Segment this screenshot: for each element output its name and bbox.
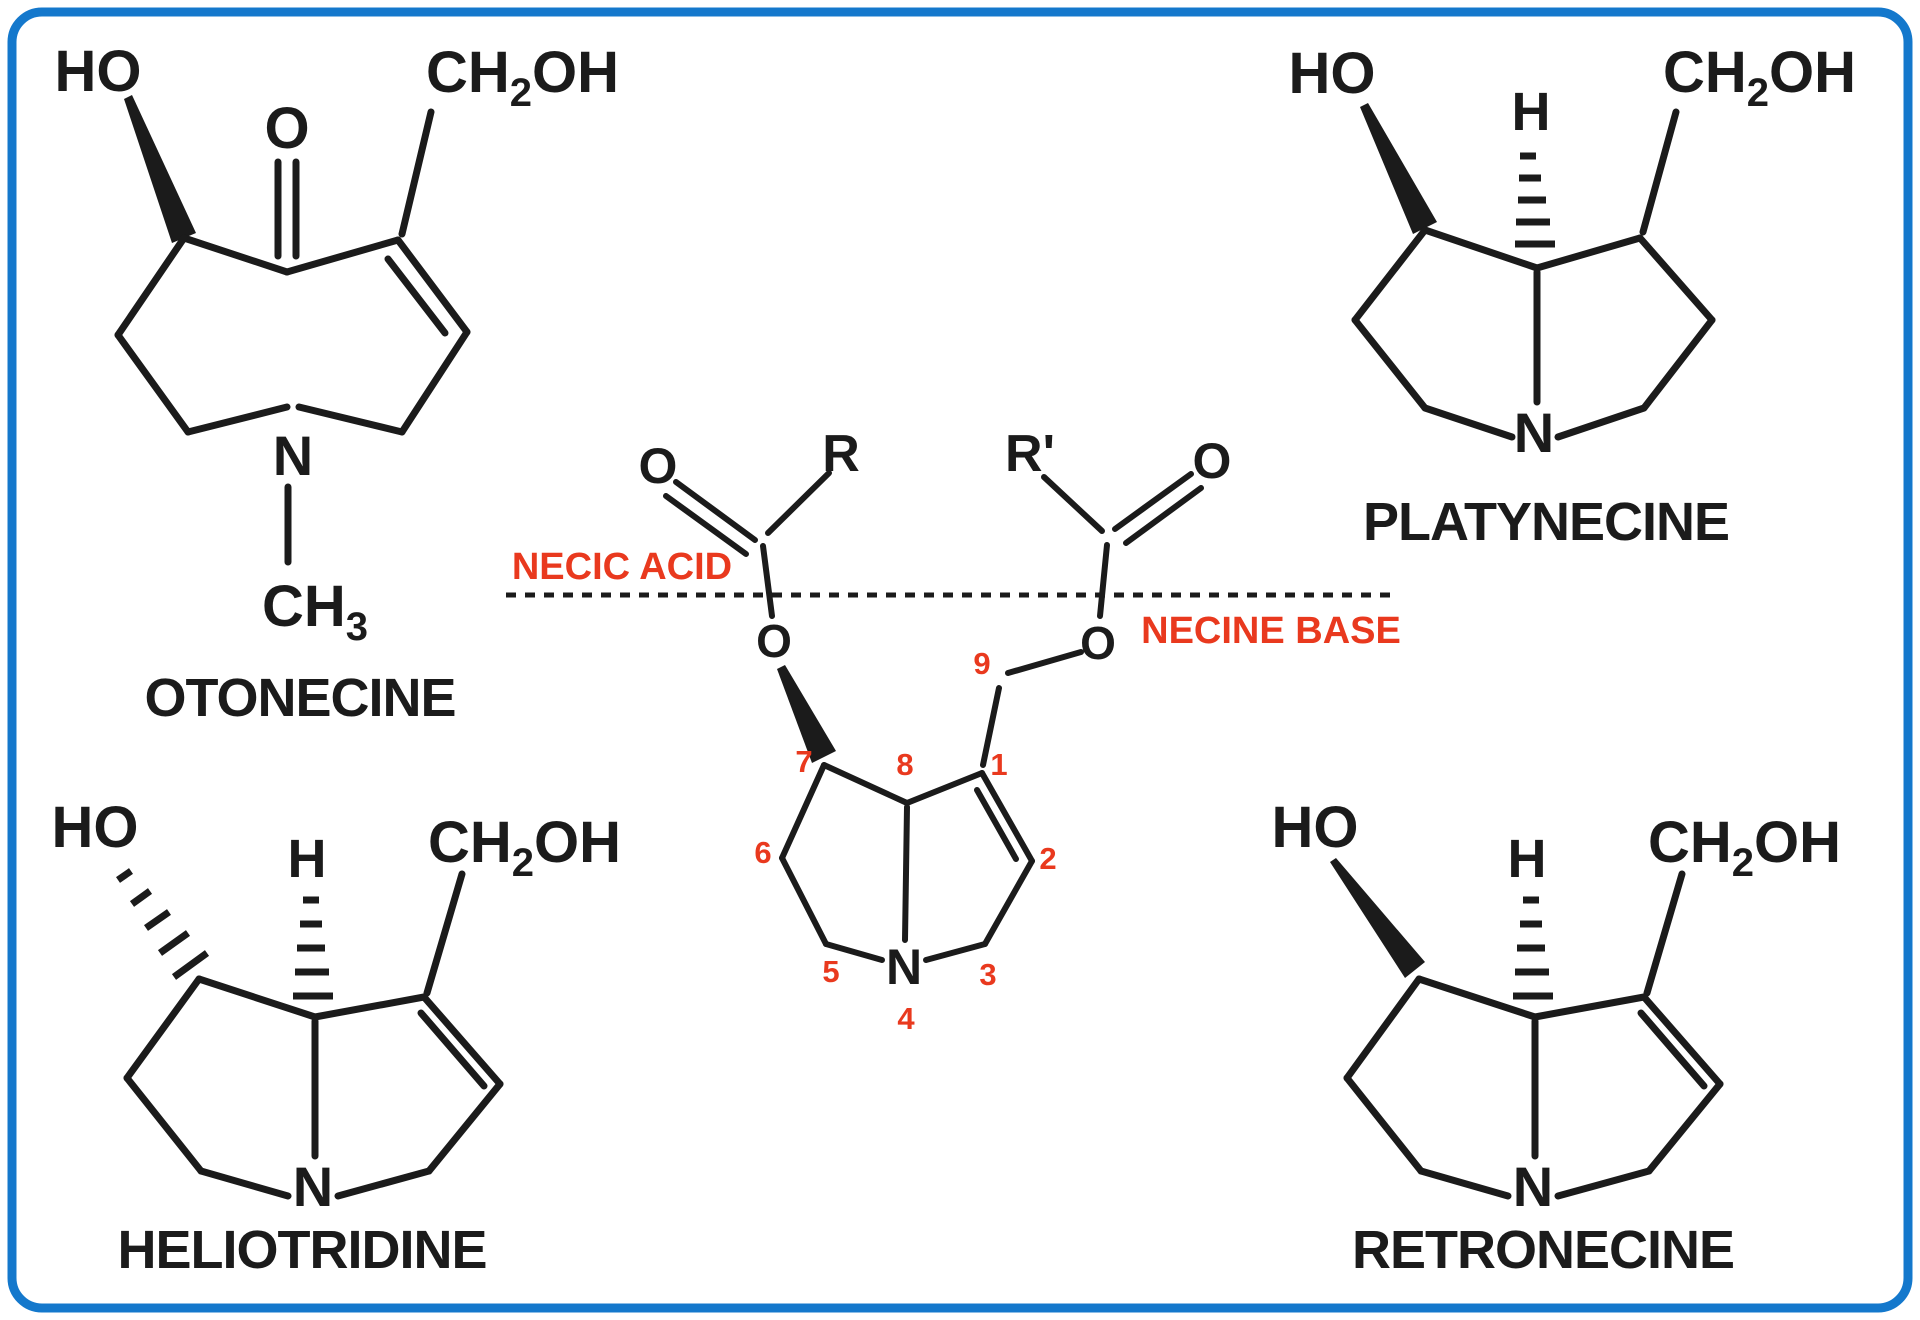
heliotridine-skeleton (116, 868, 504, 1200)
retronecine-ch2oh-label: CH2OH (1648, 810, 1841, 885)
otonecine-nitrogen-label: N (273, 424, 313, 487)
heliotridine-structure: HO H CH2OH N HELIOTRIDINE (52, 795, 622, 1280)
position-1-label: 1 (990, 747, 1007, 782)
necic-acid-label: NECIC ACID (512, 546, 732, 588)
platynecine-skeleton (1351, 103, 1716, 441)
c7-ester-wedge-bond (777, 665, 836, 763)
otonecine-oh-wedge-bond (124, 95, 196, 243)
pyrrolizidine-ester-core: NECIC ACID NECINE BASE O R O O R' O (506, 425, 1401, 1036)
platynecine-ho-label: HO (1289, 41, 1376, 106)
position-4-label: 4 (897, 1001, 915, 1036)
position-7-label: 7 (795, 744, 812, 779)
left-ester-oxygen-label: O (756, 615, 792, 667)
otonecine-name: OTONECINE (144, 668, 455, 728)
left-ester-group: O R O (639, 425, 860, 763)
left-carbonyl-oxygen-label: O (639, 438, 678, 494)
platynecine-structure: HO H CH2OH N PLATYNECINE (1289, 40, 1857, 552)
retronecine-nitrogen-label: N (1513, 1155, 1553, 1218)
retronecine-h-hashed-bond (1513, 896, 1553, 1000)
platynecine-h-label: H (1512, 82, 1551, 142)
left-carbonyl-double-bond (673, 479, 758, 543)
otonecine-ketone-oxygen-label: O (264, 96, 309, 161)
position-8-label: 8 (896, 747, 913, 782)
heliotridine-name: HELIOTRIDINE (117, 1220, 486, 1280)
right-carbonyl-oxygen-label: O (1193, 433, 1232, 489)
c9-c1-bond (980, 685, 1002, 768)
retronecine-name: RETRONECINE (1352, 1220, 1734, 1280)
platynecine-name: PLATYNECINE (1363, 492, 1729, 552)
otonecine-c1-c2-double-bond (394, 236, 471, 336)
core-c8-n-bond (902, 804, 910, 943)
platynecine-ch2oh-label: CH2OH (1663, 40, 1856, 115)
otonecine-n-methyl-label: CH3 (262, 574, 368, 649)
otonecine-ho-label: HO (55, 39, 142, 104)
heliotridine-oh-hashed-bond (116, 868, 210, 980)
figure-border (7, 7, 1913, 1313)
r-substituent-label: R (822, 425, 860, 483)
position-2-label: 2 (1039, 841, 1056, 876)
position-3-label: 3 (979, 957, 996, 992)
platynecine-oh-wedge-bond (1360, 103, 1437, 234)
right-ester-group: O R' O (980, 425, 1232, 768)
core-nitrogen-label: N (886, 939, 922, 995)
otonecine-skeleton (114, 95, 471, 566)
core-ring-skeleton (779, 762, 1035, 963)
retronecine-structure: HO H CH2OH N RETRONECINE (1272, 795, 1842, 1280)
retronecine-oh-wedge-bond (1330, 858, 1425, 978)
heliotridine-ch2oh-label: CH2OH (428, 810, 621, 885)
heliotridine-ho-label: HO (52, 795, 139, 860)
heliotridine-c1-c2-double-bond (420, 993, 504, 1088)
necine-base-label: NECINE BASE (1141, 610, 1401, 652)
right-carbonyl-double-bond (1112, 471, 1194, 532)
heliotridine-h-hashed-bond (293, 896, 333, 1000)
position-5-label: 5 (822, 954, 839, 989)
retronecine-c1-c2-double-bond (1640, 993, 1724, 1088)
platynecine-nitrogen-label: N (1514, 401, 1554, 464)
retronecine-ho-label: HO (1272, 795, 1359, 860)
otonecine-ch2oh-label: CH2OH (426, 40, 619, 115)
retronecine-h-label: H (1508, 829, 1547, 889)
position-9-label: 9 (973, 646, 990, 681)
right-ester-oxygen-label: O (1080, 617, 1116, 669)
heliotridine-nitrogen-label: N (293, 1155, 333, 1218)
otonecine-structure: HO O CH2OH N CH3 OTONECINE (55, 39, 620, 728)
r-prime-substituent-label: R' (1005, 425, 1055, 483)
retronecine-skeleton (1330, 858, 1724, 1200)
position-6-label: 6 (754, 835, 771, 870)
platynecine-h-hashed-bond (1515, 152, 1555, 248)
core-position-numbers: 1 2 3 4 5 6 7 8 9 (754, 646, 1056, 1036)
heliotridine-h-label: H (288, 829, 327, 889)
core-c1-c2-double-bond (979, 770, 1035, 864)
